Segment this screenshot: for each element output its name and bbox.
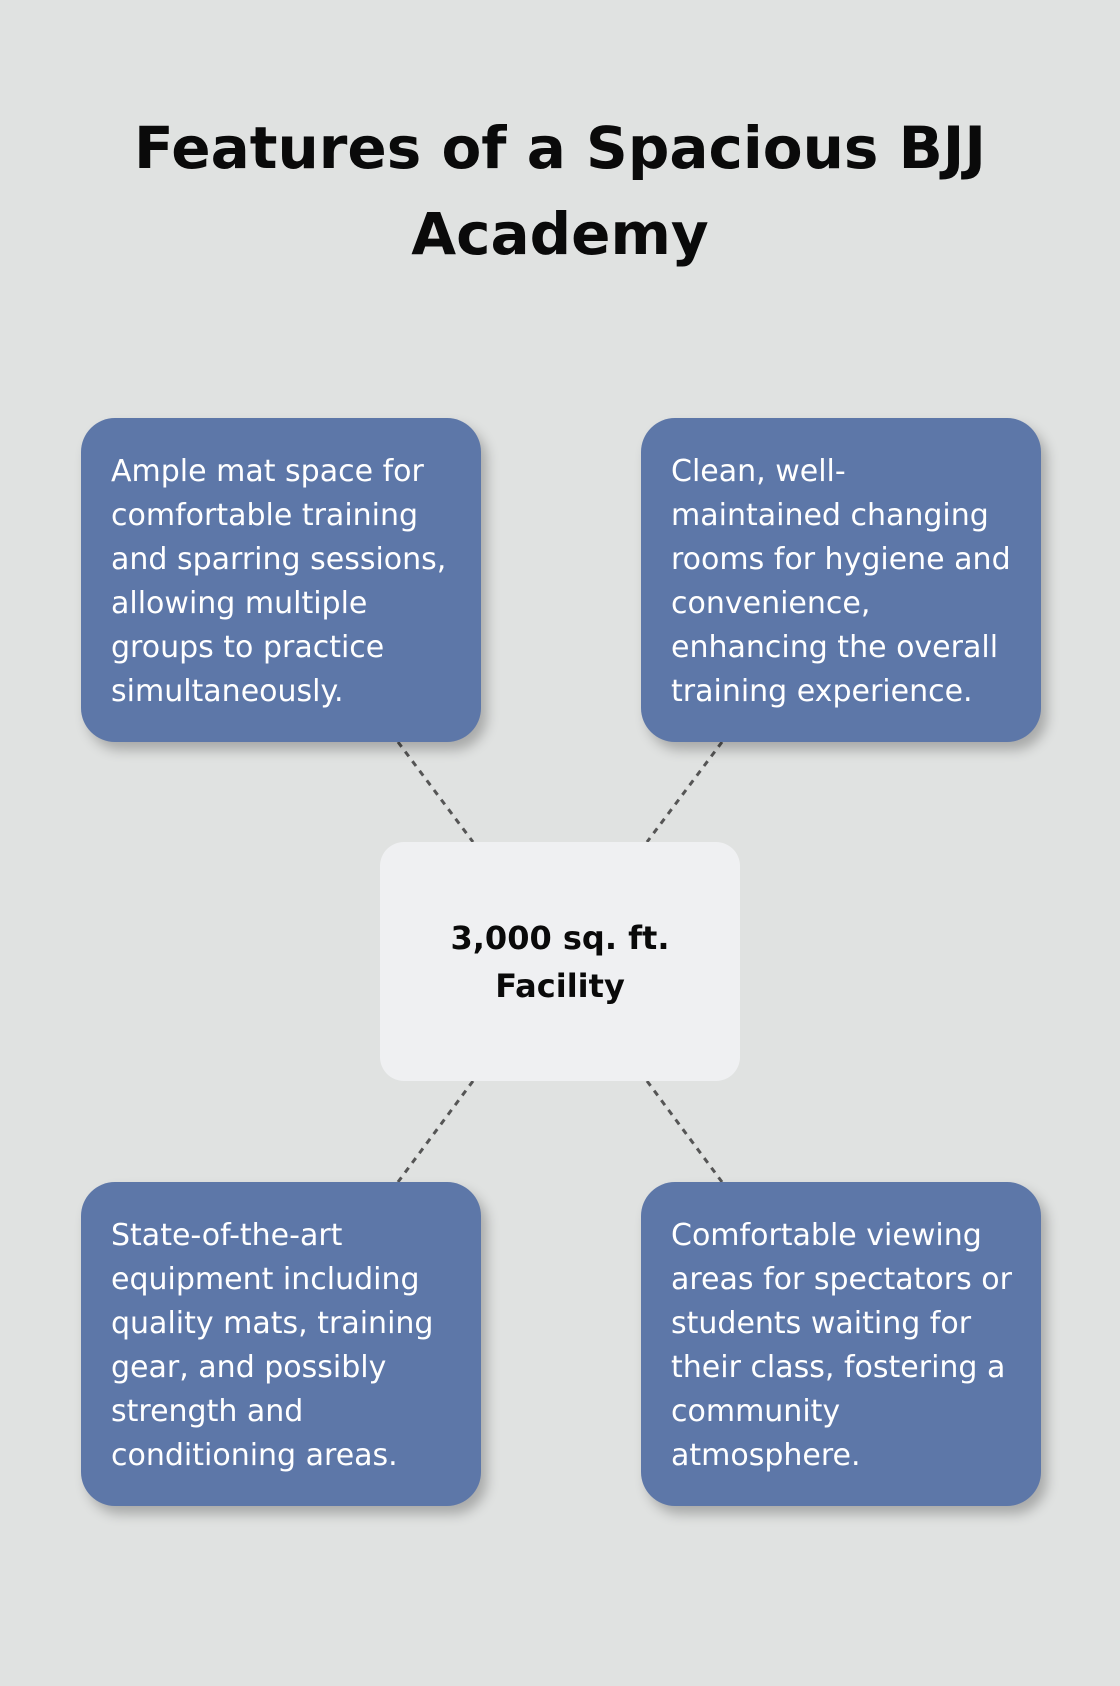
connector-bottom-right	[645, 1080, 724, 1183]
connector-top-left	[396, 741, 475, 843]
feature-viewing-areas: Comfortable viewing areas for spectators…	[641, 1182, 1041, 1506]
center-node: 3,000 sq. ft. Facility	[380, 842, 740, 1081]
center-line-2: Facility	[495, 966, 625, 1005]
connector-top-right	[645, 741, 724, 843]
title-line-1: Features of a Spacious BJJ	[134, 114, 986, 182]
connector-bottom-left	[396, 1080, 475, 1183]
page-title: Features of a Spacious BJJ Academy	[0, 105, 1120, 277]
feature-mat-space: Ample mat space for comfortable training…	[81, 418, 481, 742]
center-line-1: 3,000 sq. ft.	[450, 918, 670, 957]
title-line-2: Academy	[411, 200, 709, 268]
feature-equipment: State-of-the-art equipment including qua…	[81, 1182, 481, 1506]
feature-changing-rooms: Clean, well-maintained changing rooms fo…	[641, 418, 1041, 742]
